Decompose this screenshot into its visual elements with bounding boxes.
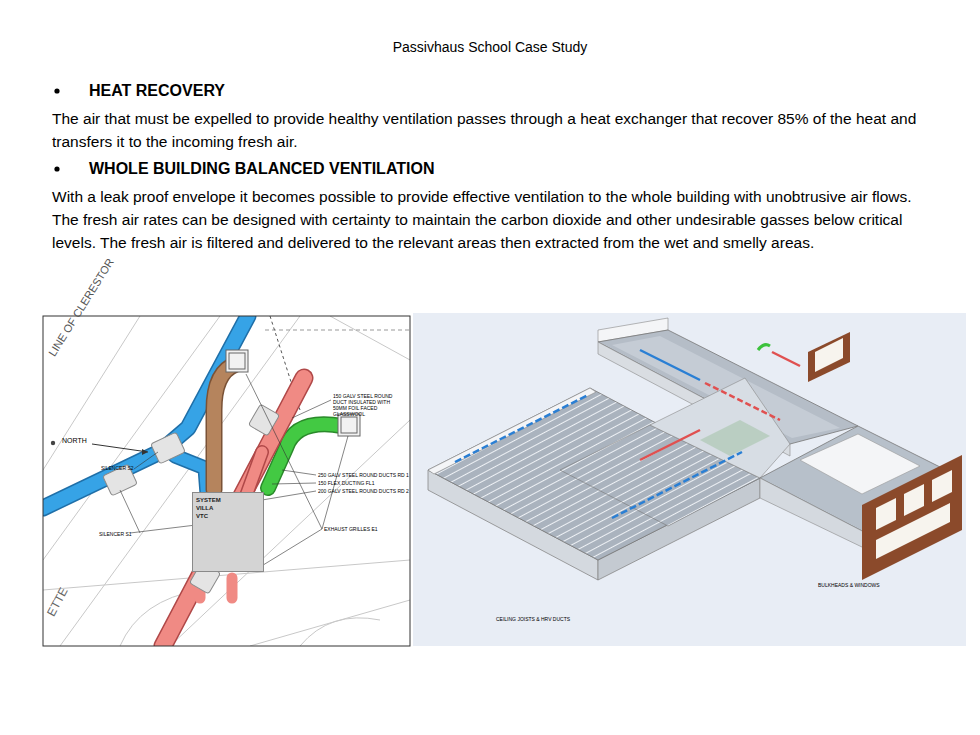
hrv-unit: SYSTEM VILLA VTC [192,492,264,572]
bullet-heading: HEAT RECOVERY [89,81,225,100]
callout-label: SILENCER S1 [99,531,132,537]
page-title: Passivhaus School Case Study [0,39,980,55]
body-paragraph: The air that must be expelled to provide… [52,107,942,153]
callout-label: EXHAUST GRILLES E1 [324,526,378,532]
callout-label: 150 GALV STEEL ROUND DUCT INSULATED WITH… [333,393,405,417]
callout-label: 200 GALV STEEL ROUND DUCTS RD 2 [318,488,409,494]
plan-text: ETTE [44,585,71,619]
plan-text: LINE OF CLERESTOR [46,256,117,359]
bullet [54,88,59,93]
bullet-heading: WHOLE BUILDING BALANCED VENTILATION [89,159,434,178]
duct-drawing [43,316,410,646]
caption-label: BULKHEADS & WINDOWS [818,582,880,588]
callout-label: 150 FLEX DUCTING FL1 [318,480,374,486]
caption-label: CEILING JOISTS & HRV DUCTS [496,616,570,622]
north-label: NORTH [62,437,87,445]
body-paragraph: With a leak proof envelope it becomes po… [52,185,942,254]
callout-label: 250 GALV STEEL ROUND DUCTS RD 1 [318,472,409,478]
building-model [413,313,966,646]
callout-label: SILENCER S2 [101,465,134,471]
unit-label: SYSTEM VILLA VTC [196,497,226,520]
bullet [54,166,59,171]
